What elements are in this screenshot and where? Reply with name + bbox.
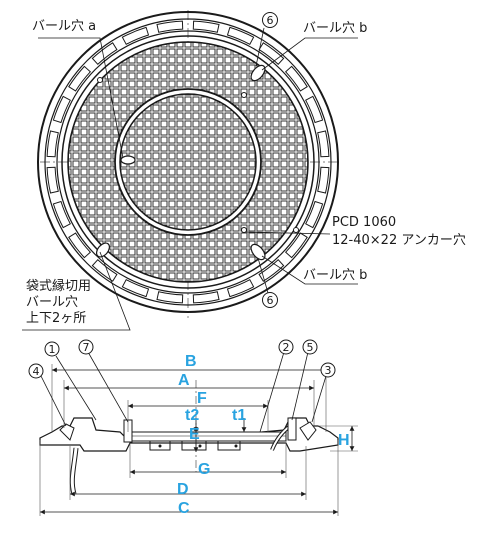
rim-block xyxy=(305,200,324,229)
label-bag-type-line3: 上下2ヶ所 xyxy=(26,311,86,326)
rim-block xyxy=(68,65,92,92)
svg-text:2: 2 xyxy=(283,341,290,354)
svg-text:3: 3 xyxy=(325,364,332,377)
rim-block xyxy=(284,65,308,92)
label-pearl-hole-b-bottom: バール穴 b xyxy=(303,268,367,283)
rim-block xyxy=(121,279,150,298)
dim-label-A: A xyxy=(178,372,190,389)
callout-4: 4 xyxy=(28,363,44,379)
dim-label-G: G xyxy=(198,461,210,478)
rim-block xyxy=(317,166,330,194)
label-pearl-hole-a: バール穴 a xyxy=(32,19,96,34)
label-anchor-holes: 12-40×22 アンカー穴 xyxy=(332,233,466,248)
rim-block xyxy=(156,20,184,33)
rim-block xyxy=(258,258,285,282)
callout-6-top: 6 xyxy=(267,14,274,27)
frame-outer-ring xyxy=(37,11,339,313)
dim-label-E: E xyxy=(189,426,200,443)
label-bag-type-line2: バール穴 xyxy=(26,295,78,310)
rim-block xyxy=(258,42,285,66)
rim-block xyxy=(192,291,220,304)
rim-block xyxy=(226,279,255,298)
rim-block xyxy=(68,232,92,259)
svg-text:4: 4 xyxy=(33,365,40,378)
dim-label-t2: t2 xyxy=(185,407,199,424)
rim-block xyxy=(226,26,255,45)
callout-6-top-circle xyxy=(262,12,278,28)
rim-block xyxy=(305,95,324,124)
dim-label-t1: t1 xyxy=(232,407,246,424)
rim-block xyxy=(156,291,184,304)
rim-block xyxy=(52,95,71,124)
rim-block xyxy=(284,232,308,259)
pearl-hole-b-top xyxy=(250,64,266,82)
rim-block xyxy=(46,166,59,194)
rim-block xyxy=(121,26,150,45)
pearl-hole-a xyxy=(120,155,136,165)
pearl-hole-b-bottom xyxy=(250,243,266,261)
label-pcd: PCD 1060 xyxy=(332,215,396,230)
callout-2: 2 xyxy=(278,339,294,355)
dim-label-D: D xyxy=(177,481,189,498)
rim-block xyxy=(52,200,71,229)
callout-5: 5 xyxy=(302,339,318,355)
section-view: B A F t2 t1 E G D C H 1 7 4 xyxy=(28,339,358,517)
callout-6-bottom-circle xyxy=(262,292,278,308)
dim-label-H: H xyxy=(338,432,350,449)
dim-label-B: B xyxy=(185,353,197,370)
rim-block xyxy=(192,20,220,33)
callout-7: 7 xyxy=(78,339,94,355)
dim-label-C: C xyxy=(178,500,190,517)
frame-rim-blocks xyxy=(46,20,330,304)
label-bag-type-line1: 袋式縁切用 xyxy=(26,278,91,294)
rim-block xyxy=(317,130,330,158)
callout-3: 3 xyxy=(320,362,336,378)
top-view: バール穴 a バール穴 b PCD 1060 12-40×22 アンカー穴 バー… xyxy=(22,10,466,331)
callout-6-bottom: 6 xyxy=(267,294,274,307)
dim-label-F: F xyxy=(197,390,207,407)
svg-text:5: 5 xyxy=(307,341,314,354)
svg-text:7: 7 xyxy=(83,341,90,354)
label-pearl-hole-b-top: バール穴 b xyxy=(303,21,367,36)
svg-text:1: 1 xyxy=(49,343,56,356)
callout-1: 1 xyxy=(44,341,60,357)
rim-block xyxy=(46,130,59,158)
